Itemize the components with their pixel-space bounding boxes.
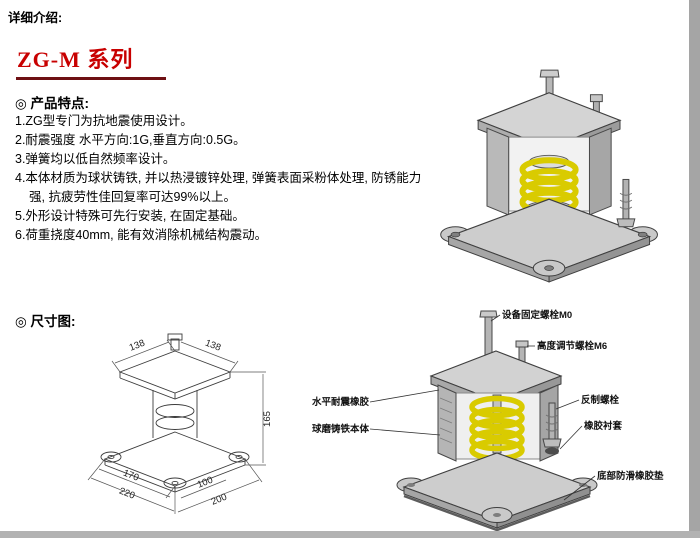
adjust-bolt-icon bbox=[616, 178, 636, 228]
callout-horizontal-rubber: 水平耐震橡胶 bbox=[312, 396, 370, 408]
spring-coil bbox=[519, 157, 579, 215]
intro-label: 详细介绍: bbox=[8, 11, 63, 25]
page-edge-bottom bbox=[0, 531, 700, 538]
dimension-drawing: 138 138 165 170 220 100 200 bbox=[87, 333, 273, 514]
dimension-lines bbox=[87, 339, 266, 514]
feature-item: 1.ZG型专门为抗地震使用设计。 bbox=[15, 114, 193, 128]
dim-165: 165 bbox=[262, 411, 273, 427]
page-edge-right bbox=[689, 0, 700, 538]
callout-height-bolt: 高度调节螺栓M6 bbox=[537, 340, 607, 352]
dim-138-right: 138 bbox=[204, 338, 223, 354]
feature-item: 4.本体材质为球状铸铁, 并以热浸镀锌处理, 弹簧表面采粉体处理, 防锈能力强,… bbox=[15, 171, 422, 204]
feature-item: 5.外形设计特殊可先行安装, 在固定基础。 bbox=[15, 209, 245, 223]
cutaway-machine bbox=[396, 310, 598, 532]
cutaway-drawing: 设备固定螺栓M0 高度调节螺栓M6 反制螺栓 橡胶衬套 底部防滑橡胶垫 水平耐震… bbox=[312, 309, 664, 532]
spring-housing bbox=[486, 127, 612, 216]
dim-170: 170 bbox=[122, 468, 141, 484]
dimension-heading: ◎ 尺寸图: bbox=[15, 314, 76, 329]
dim-138-left: 138 bbox=[128, 338, 147, 354]
series-title: ZG-M 系列 bbox=[17, 47, 134, 72]
callout-rubber-bushing: 橡胶衬套 bbox=[584, 420, 623, 432]
title-rule bbox=[16, 77, 166, 80]
dim-220: 220 bbox=[118, 486, 137, 502]
top-bolt-icon bbox=[539, 69, 560, 96]
callout-labels: 设备固定螺栓M0 高度调节螺栓M6 反制螺栓 橡胶衬套 底部防滑橡胶垫 水平耐震… bbox=[312, 309, 664, 482]
product-render bbox=[440, 69, 658, 283]
feature-item: 2.耐震强度 水平方向:1G,垂直方向:0.5G。 bbox=[15, 133, 246, 147]
dim-200: 200 bbox=[210, 492, 229, 508]
feature-item: 3.弹簧均以低自然频率设计。 bbox=[15, 152, 176, 166]
features-heading: ◎ 产品特点: bbox=[15, 96, 90, 111]
base-plate bbox=[440, 198, 658, 283]
dimension-labels: 138 138 165 170 220 100 200 bbox=[118, 338, 273, 508]
callout-cast-iron-body: 球磨铸铁本体 bbox=[312, 423, 370, 435]
feature-item: 6.荷重挠度40mm, 能有效消除机械结构震动。 bbox=[15, 228, 268, 242]
callout-leaders bbox=[369, 314, 596, 501]
wireframe-body bbox=[100, 333, 250, 493]
feature-list: 1.ZG型专门为抗地震使用设计。 2.耐震强度 水平方向:1G,垂直方向:0.5… bbox=[15, 112, 425, 245]
callout-equipment-bolt: 设备固定螺栓M0 bbox=[502, 309, 572, 321]
dim-100: 100 bbox=[196, 475, 215, 491]
callout-bottom-pad: 底部防滑橡胶垫 bbox=[596, 470, 664, 482]
spring-coil bbox=[469, 395, 525, 462]
callout-counter-bolt: 反制螺栓 bbox=[581, 394, 620, 406]
